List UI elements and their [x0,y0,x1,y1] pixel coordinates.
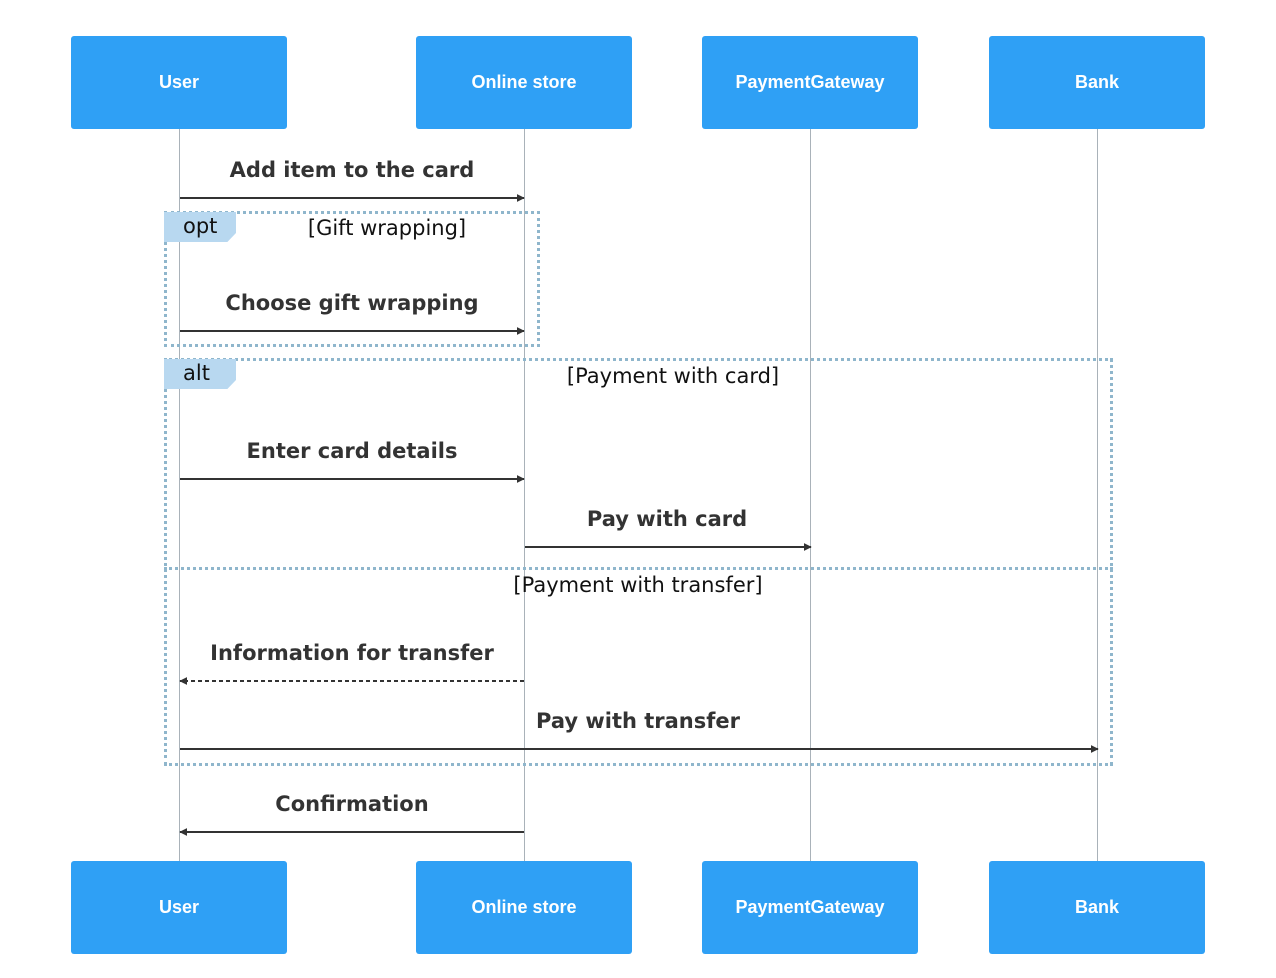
message-label-information-for-transfer: Information for transfer [210,641,494,665]
lifeline-payment-gateway [810,129,811,861]
message-label-pay-with-card: Pay with card [586,507,748,531]
actor-bottom-payment-gateway: PaymentGateway [702,861,918,954]
actor-top-bank: Bank [989,36,1205,129]
actor-top-user: User [71,36,287,129]
opt-fragment [164,211,540,347]
message-label-choose-gift-wrapping: Choose gift wrapping [225,291,479,315]
actor-top-payment-gateway: PaymentGateway [702,36,918,129]
lifeline-online-store [524,129,525,861]
actor-bottom-bank: Bank [989,861,1205,954]
actor-bottom-user: User [71,861,287,954]
alt-else-divider [164,567,1113,570]
alt-fragment-tag: alt [164,359,236,389]
message-label-enter-card-details: Enter card details [246,439,458,463]
message-label-add-item: Add item to the card [229,158,475,182]
actor-bottom-online-store: Online store [416,861,632,954]
message-label-confirmation: Confirmation [275,792,429,816]
lifeline-bank [1097,129,1098,861]
actor-top-online-store: Online store [416,36,632,129]
alt-fragment [164,358,1113,766]
lifeline-user [179,129,180,861]
opt-fragment-tag: opt [164,212,236,242]
alt-else-condition: [Payment with transfer] [513,573,763,597]
opt-fragment-condition: [Gift wrapping] [307,216,467,240]
message-label-pay-with-transfer: Pay with transfer [535,709,741,733]
alt-fragment-condition: [Payment with card] [566,364,780,388]
